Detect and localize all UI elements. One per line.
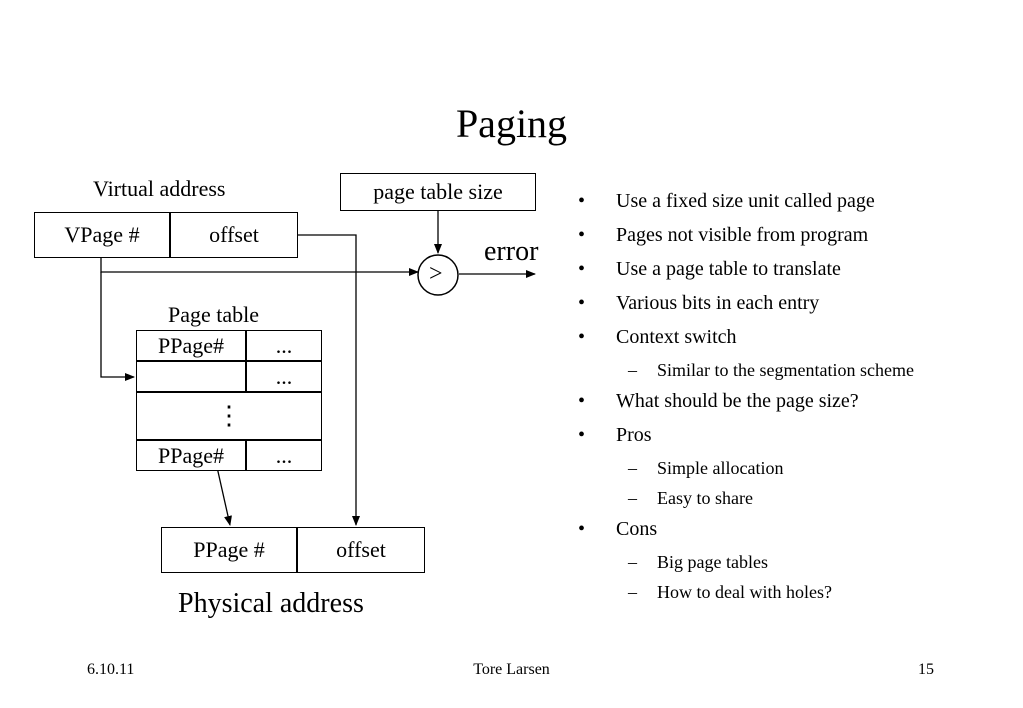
- bullet-item: •Context switch: [578, 326, 737, 348]
- vertical-ellipsis: ⋮: [216, 401, 242, 430]
- page-table-row-bits: ...: [246, 330, 322, 361]
- bullet-item: •Pros: [578, 424, 652, 446]
- sub-bullet-item: –How to deal with holes?: [628, 582, 832, 602]
- bullet-item: •Pages not visible from program: [578, 224, 869, 246]
- page-table-row-ppage: PPage#: [136, 440, 246, 471]
- virtual-address-label: Virtual address: [93, 176, 226, 201]
- sub-bullet-item: –Big page tables: [628, 552, 768, 572]
- vpage-field: VPage #: [34, 212, 170, 258]
- comparator-symbol: >: [429, 261, 443, 287]
- footer-date: 6.10.11: [87, 661, 135, 678]
- bullet-item: •Various bits in each entry: [578, 292, 820, 314]
- sub-bullet-item: –Simple allocation: [628, 458, 784, 478]
- page-table-gap: ⋮: [136, 392, 322, 440]
- bullet-item: •Use a fixed size unit called page: [578, 190, 875, 212]
- physical-offset-field: offset: [297, 527, 425, 573]
- physical-address-label: Physical address: [178, 588, 364, 619]
- page-table-row-bits: ...: [246, 440, 322, 471]
- error-label: error: [484, 236, 539, 267]
- slide-title: Paging: [455, 101, 568, 146]
- vpage-to-page-table-line: [100, 272, 135, 381]
- page-table-size-box: page table size: [340, 173, 536, 211]
- offset-to-physical-offset-line: [298, 234, 360, 526]
- offset-field: offset: [170, 212, 298, 258]
- page-table-label: Page table: [168, 302, 260, 327]
- sub-bullet-item: –Easy to share: [628, 488, 753, 508]
- comparator-circle: [417, 254, 459, 296]
- bullet-item: •What should be the page size?: [578, 390, 859, 412]
- bullet-item: •Cons: [578, 518, 658, 540]
- page-table-row-bits: ...: [246, 361, 322, 392]
- physical-ppage-field: PPage #: [161, 527, 297, 573]
- bullet-item: •Use a page table to translate: [578, 258, 841, 280]
- vpage-to-comparator-line: [100, 258, 419, 276]
- sub-bullet-item: –Similar to the segmentation scheme: [628, 360, 914, 380]
- page-table-row-ppage: PPage#: [136, 330, 246, 361]
- footer-author: Tore Larsen: [473, 661, 550, 678]
- footer-page-number: 15: [918, 661, 934, 678]
- bullet-list: •Use a fixed size unit called page •Page…: [578, 188, 1018, 610]
- page-table-row-ppage: [136, 361, 246, 392]
